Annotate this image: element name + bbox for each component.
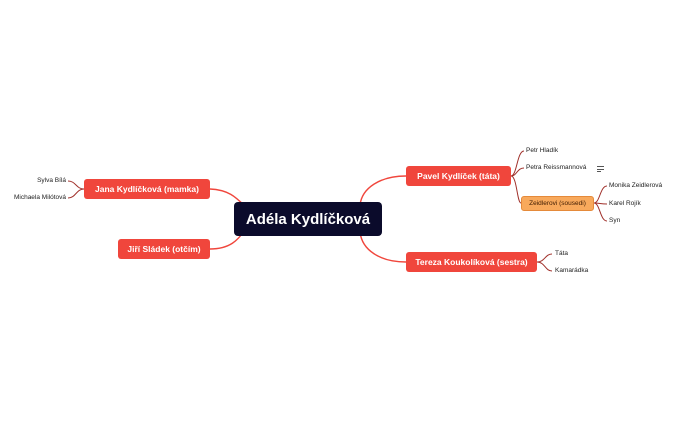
leaf-neighbors-1[interactable]: Monika Zeidlerová [609,182,663,189]
topic-father-label: Pavel Kydlíček (táta) [417,171,500,181]
topic-father[interactable]: Pavel Kydlíček (táta) [406,166,511,186]
topic-mother[interactable]: Jana Kydlíčková (mamka) [84,179,210,199]
topic-neighbors-label: Zeidlerovi (sousedi) [529,200,586,207]
connector-mother-leaf-2 [67,188,85,199]
connector-central-father [359,175,407,206]
leaf-neighbors-2[interactable]: Karel Rojík [609,200,641,207]
topic-stepfather-label: Jiří Sládek (otčím) [127,244,201,254]
connector-sister-leaf-2 [536,261,553,272]
connector-father-leaf-2 [510,167,525,177]
topic-neighbors[interactable]: Zeidlerovi (sousedi) [521,196,594,211]
central-topic-label: Adéla Kydlíčková [245,210,371,228]
leaf-mother-2[interactable]: Michaela Milótová [13,194,66,201]
topic-sister[interactable]: Tereza Koukolíková (sestra) [406,252,537,272]
connector-central-sister [359,231,407,263]
leaf-sister-1[interactable]: Táta [555,250,569,257]
connector-neighbors-leaf-1 [593,185,608,204]
topic-mother-label: Jana Kydlíčková (mamka) [95,184,199,194]
connector-sister-leaf-1 [536,253,553,263]
notes-icon[interactable] [597,166,604,172]
leaf-neighbors-3[interactable]: Syn [609,217,621,224]
topic-sister-label: Tereza Koukolíková (sestra) [415,257,528,267]
connector-father-neighbors [510,175,522,204]
leaf-mother-1[interactable]: Sylva Bílá [37,177,66,184]
leaf-father-1[interactable]: Petr Hladík [526,147,559,154]
leaf-father-2[interactable]: Petra Reissmannová [526,164,587,171]
connector-neighbors-leaf-3 [593,202,608,222]
topic-stepfather[interactable]: Jiří Sládek (otčím) [118,239,210,259]
central-topic[interactable]: Adéla Kydlíčková [234,202,382,236]
leaf-sister-2[interactable]: Kamarádka [555,267,589,274]
connector-mother-leaf-1 [67,180,85,190]
